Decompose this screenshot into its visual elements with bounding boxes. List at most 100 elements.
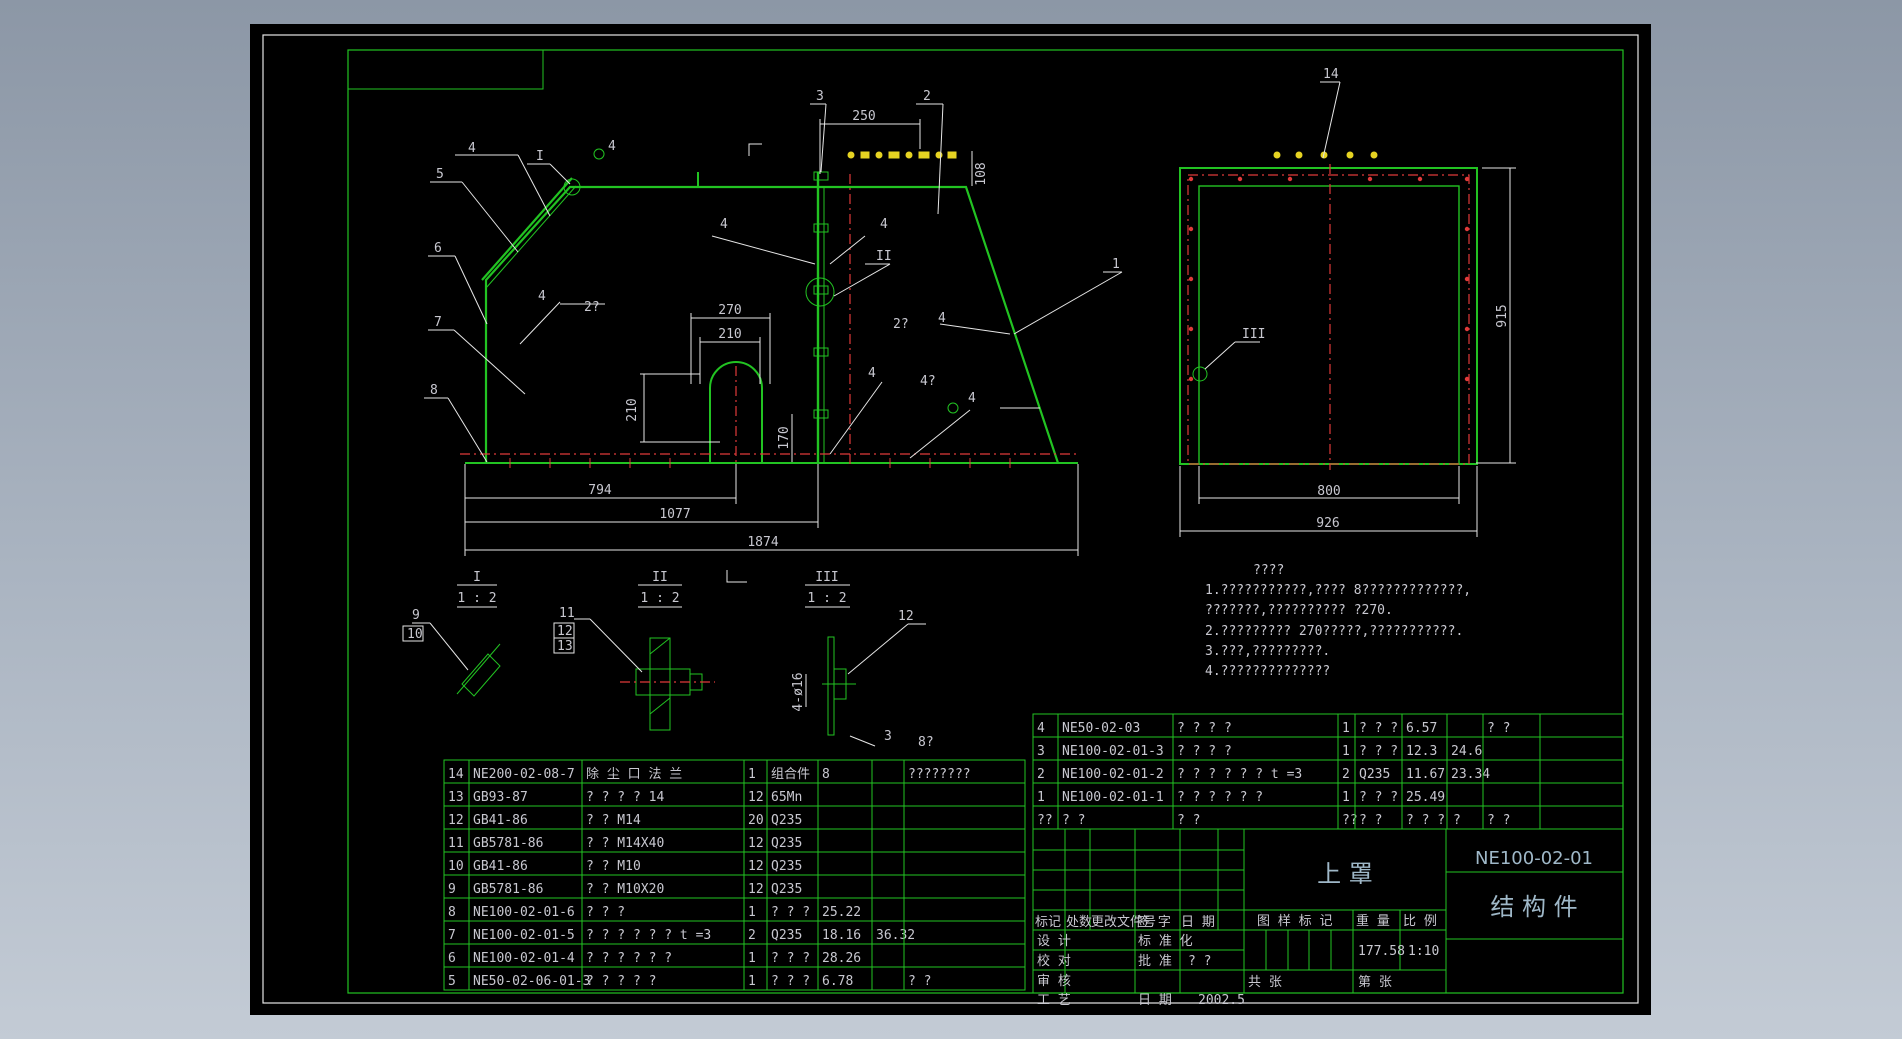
title-block-grid	[1033, 829, 1623, 993]
bom-cell: ? ?	[908, 974, 931, 989]
bom-cell: NE50-02-06-01-3	[473, 974, 590, 989]
outer-border	[262, 34, 1639, 1004]
detail-III-weld-3: 3	[884, 729, 892, 744]
detail-III: III 1 : 2 12 4-ø16 3 8?	[791, 570, 934, 750]
tb-drawing-no: NE100-02-01	[1475, 848, 1593, 869]
hinged-lid	[481, 177, 573, 281]
weld-marker	[947, 402, 959, 414]
bom-cell: 除 尘 口 法 兰	[586, 767, 682, 782]
weld-2-right: 2?	[893, 317, 909, 332]
bom-cell: 28.26	[822, 951, 861, 966]
bom-cell: 12.3	[1406, 744, 1437, 759]
bom-cell: 12	[748, 790, 764, 805]
inner-border	[347, 49, 1624, 994]
note-2: 2.????????? 270?????,???????????.	[1205, 624, 1463, 639]
divider-bolts	[813, 171, 829, 419]
bom-cell: ? ? ?	[771, 974, 810, 989]
front-view: 250 108 270 210 210 170 794 1077 1874 4 …	[424, 89, 1123, 583]
weld-2-left: 2?	[584, 300, 600, 315]
bom-cell: ? ?	[1359, 813, 1382, 828]
tb-scale-label: 比 例	[1403, 914, 1437, 929]
detail-III-marker	[1192, 366, 1208, 382]
side-inner	[1198, 185, 1460, 465]
detail-II-part-13: 13	[557, 639, 573, 654]
callout-6: 6	[434, 241, 442, 256]
front-leaders	[424, 103, 1123, 463]
callout-1: 1	[1112, 257, 1120, 272]
note-3: 3.???,?????????.	[1205, 644, 1330, 659]
bom-cell: 6.78	[822, 974, 853, 989]
tb-label-count: 处数	[1066, 915, 1092, 930]
bom-cell: ? ? M14X40	[586, 836, 664, 851]
bom-cell: ????????	[908, 767, 971, 782]
detail-II-scale: 1 : 2	[640, 591, 679, 606]
tb-total-sheets: 共 张	[1248, 975, 1282, 990]
bom-cell: 1	[1037, 790, 1045, 805]
bom-cell: 12	[448, 813, 464, 828]
bom-cell: Q235	[771, 882, 802, 897]
bom-cell: NE100-02-01-4	[473, 951, 575, 966]
detail-I-shape	[456, 643, 501, 697]
bom-cell: 11	[448, 836, 464, 851]
detail-II-marker	[805, 277, 835, 307]
tb-check: 校 对	[1037, 953, 1071, 969]
bom-cell: 10	[448, 859, 464, 874]
bom-cell: NE100-02-01-3	[1062, 744, 1164, 759]
weld-marker	[593, 148, 605, 160]
bom-cell: Q235	[771, 928, 802, 943]
tb-approve: 批 准	[1138, 954, 1172, 969]
bom-cell: Q235	[771, 859, 802, 874]
bom-cell: GB93-87	[473, 790, 528, 805]
bom-cell: ? ? ? ? 14	[586, 790, 664, 805]
detail-I-marker	[563, 178, 581, 196]
bom-cell: Q235	[1359, 767, 1390, 782]
bom-cell: 5	[448, 974, 456, 989]
bom-cell: NE200-02-08-7	[473, 767, 575, 782]
dim-915: 915	[1495, 304, 1510, 327]
bom-cell: ? ? ? ? ? ? t =3	[1177, 767, 1302, 782]
dim-210-vertical: 210	[625, 398, 640, 421]
bom-cell: ? ? ? ? ? ?	[586, 951, 672, 966]
technical-notes: ???? 1.???????????,???? 8?????????????, …	[1205, 563, 1471, 679]
tb-scale: 1:10	[1408, 944, 1439, 959]
bom-cell: 1	[748, 951, 756, 966]
tb-label-mark: 标记	[1035, 915, 1061, 930]
detail-III-part-12: 12	[898, 609, 914, 624]
side-bolt-circle	[1187, 174, 1470, 465]
title-block-frame	[1032, 828, 1624, 994]
bom-cell: 1	[748, 905, 756, 920]
tb-standard: 标 准 化	[1138, 934, 1193, 949]
detail-I-scale: 1 : 2	[457, 591, 496, 606]
bom-cell: GB5781-86	[473, 882, 543, 897]
detail-II-leader	[553, 618, 643, 673]
callout-III: III	[1242, 327, 1265, 342]
tb-process: 工 艺	[1037, 993, 1071, 1008]
dim-108: 108	[974, 162, 989, 185]
tb-sheet-no: 第 张	[1358, 975, 1392, 990]
drawing-sheet: 250 108 270 210 210 170 794 1077 1874 4 …	[250, 24, 1651, 1015]
bom-cell: NE100-02-01-5	[473, 928, 575, 943]
bom-cell: 1	[748, 974, 756, 989]
callout-8: 8	[430, 383, 438, 398]
bom-cell: 65Mn	[771, 790, 802, 805]
bom-cell: ? ? ? ?	[1177, 744, 1232, 759]
callout-5: 5	[436, 167, 444, 182]
note-1b: ???????,?????????? ?270.	[1205, 603, 1393, 618]
bom-cell: GB41-86	[473, 859, 528, 874]
weld-4-right: 4	[938, 311, 946, 326]
bom-cell: 1	[1342, 721, 1350, 736]
bom-cell: 8	[822, 767, 830, 782]
tb-review: 审 核	[1037, 974, 1071, 989]
hinged-lid-edge	[485, 185, 577, 289]
bom-cell: 2	[1037, 767, 1045, 782]
detail-I-title: I	[473, 570, 481, 585]
bom-cell: 8	[448, 905, 456, 920]
weld-4-left: 4	[538, 289, 546, 304]
detail-III-leader	[805, 623, 926, 747]
bom-cell: ? ? ? ? ? ? t =3	[586, 928, 711, 943]
detail-I-part-10: 10	[407, 627, 423, 642]
tb-stage: 图 样 标 记	[1257, 914, 1332, 929]
tb-label-change: 更改文件号	[1091, 915, 1156, 930]
